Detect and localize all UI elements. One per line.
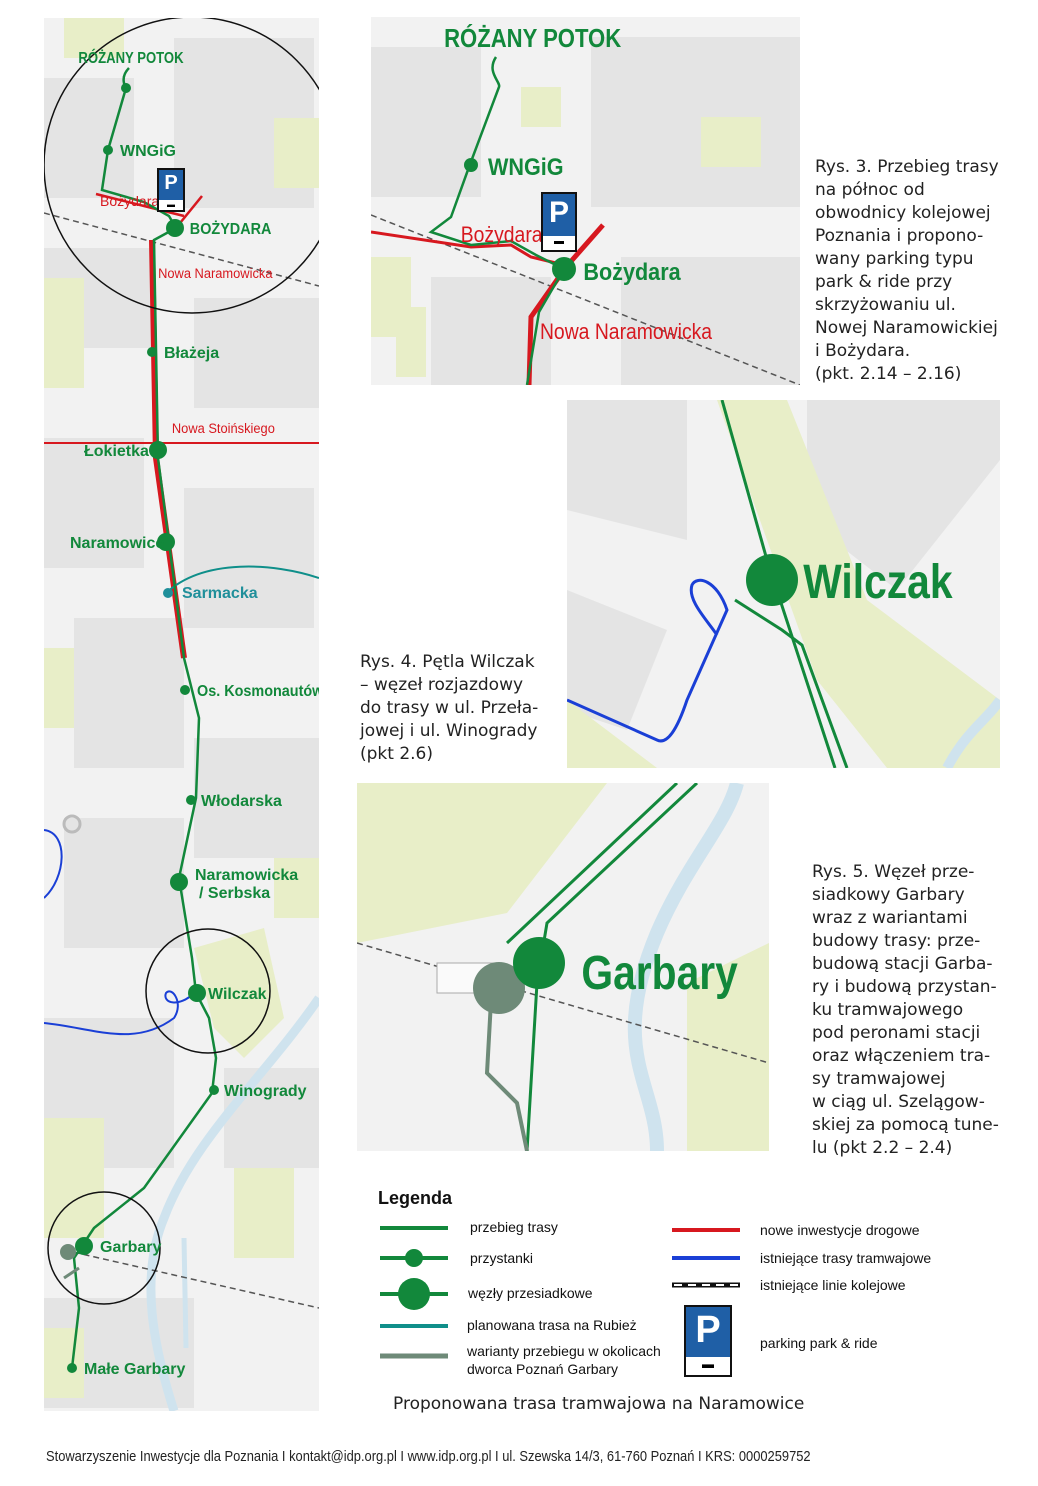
label-wlodarska: Włodarska	[201, 793, 282, 810]
label-rozany-potok: RÓŻANY POTOK	[78, 48, 184, 68]
route-stops	[67, 83, 219, 1373]
fig5-caption: Rys. 5. Węzeł prze- siadkowy Garbary wra…	[812, 862, 999, 1158]
fig5-label-garbary: Garbary	[581, 947, 738, 1000]
label-male-garbary: Małe Garbary	[84, 1361, 185, 1378]
fig3-label-wngig: WNGiG	[488, 153, 564, 180]
legend-park-ride-sign: P ▬	[684, 1305, 732, 1377]
fig5-map: Garbary	[357, 783, 769, 1151]
existing-tram-1	[44, 829, 63, 899]
fig4-caption: Rys. 4. Pętla Wilczak – węzeł rozjazdowy…	[360, 652, 539, 764]
label-bozydara-stop: BOŻYDARA	[190, 220, 272, 238]
fig3-caption: Rys. 3. Przebieg trasy na północ od obwo…	[815, 157, 999, 384]
legend-new-roads-label: nowe inwestycje drogowe	[760, 1222, 920, 1238]
footer: Stowarzyszenie Inwestycje dla Poznania I…	[46, 1448, 811, 1465]
fig3-map: RÓŻANY POTOK WNGiG Bożydara Bożydara Now…	[371, 17, 800, 385]
tram-icon: ▬	[543, 236, 575, 250]
fig3-label-rozany-potok: RÓŻANY POTOK	[444, 23, 622, 53]
zoom-circle-north	[44, 18, 319, 314]
legend-stops-label: przystanki	[470, 1250, 534, 1266]
fig4-existing-tram	[567, 578, 729, 743]
legend-park-ride-label: parking park & ride	[760, 1335, 878, 1351]
existing-tram-2	[44, 990, 195, 1036]
label-street-nowa-naramowicka: Nowa Naramowicka	[158, 266, 273, 282]
building-blocks	[44, 38, 319, 1408]
fig3-label-bozydara: Bożydara	[583, 258, 681, 285]
label-naramowicka-serbska-2: / Serbska	[199, 885, 270, 902]
fig3-road-nowa-naramowicka	[526, 223, 605, 385]
planned-rubiez	[165, 565, 319, 594]
variant-route	[63, 1266, 80, 1280]
label-sarmacka: Sarmacka	[182, 585, 258, 602]
main-map-svg: RÓŻANY POTOK WNGiG BOŻYDARA Błażeja Łoki…	[44, 18, 319, 1411]
legend-variants-label-1: warianty przebiegu w okolicach	[467, 1343, 661, 1359]
fig4-map: Wilczak	[567, 400, 1000, 768]
park-letter: P	[695, 1309, 721, 1351]
label-naramowice: Naramowice	[70, 535, 164, 552]
park-ride-sign-main: P ▬	[157, 168, 185, 212]
label-street-nowa-stoinskiego: Nowa Stoińskiego	[172, 421, 275, 437]
label-os-kosmonautow: Os. Kosmonautów	[197, 682, 319, 700]
label-blazeja: Błażeja	[164, 345, 219, 362]
railway-north	[44, 212, 319, 287]
sarmacka-stop	[163, 588, 173, 598]
label-naramowicka-serbska-1: Naramowicka	[195, 867, 298, 884]
fig3-road-bozydara	[371, 230, 557, 265]
legend-variants-label-2: dworca Poznań Garbary	[467, 1361, 618, 1377]
zoom-circle-garbary	[47, 1191, 161, 1305]
fig3-label-street-bozydara: Bożydara	[461, 223, 543, 247]
legend-symbols	[380, 1226, 740, 1359]
green-areas	[44, 18, 319, 1398]
legend-rail-label: istniejące linie kolejowe	[760, 1277, 906, 1293]
railway-south	[63, 1249, 319, 1309]
legend-hub-symbol	[398, 1278, 430, 1310]
label-winogrady: Winogrady	[224, 1083, 307, 1100]
garbary-variant-stop	[60, 1244, 76, 1260]
tram-icon: ▬	[159, 200, 183, 210]
main-route-map: RÓŻANY POTOK WNGiG BOŻYDARA Błażeja Łoki…	[44, 18, 319, 1411]
legend-route-label: przebieg trasy	[470, 1219, 558, 1235]
map-title: Proponowana trasa tramwajowa na Naramowi…	[393, 1394, 805, 1414]
legend-hubs-label: węzły przesiadkowe	[468, 1285, 593, 1301]
label-wilczak: Wilczak	[208, 986, 267, 1003]
park-letter: P	[164, 172, 178, 194]
fig3-railway	[371, 214, 800, 385]
fig4-label-wilczak: Wilczak	[803, 556, 952, 609]
legend-rubiez-label: planowana trasa na Rubież	[467, 1317, 637, 1333]
zoom-circle-wilczak	[145, 928, 271, 1054]
tram-icon: ▬	[686, 1357, 730, 1375]
park-letter: P	[548, 196, 569, 229]
legend-stop-symbol	[405, 1249, 423, 1267]
label-lokietka: Łokietka	[84, 443, 149, 460]
fig3-label-nowa-naramowicka: Nowa Naramowicka	[540, 320, 713, 344]
label-wngig: WNGiG	[120, 143, 176, 160]
legend-title: Legenda	[378, 1188, 453, 1208]
fig5-river	[627, 783, 744, 1151]
label-garbary: Garbary	[100, 1239, 161, 1256]
fig5-variant	[484, 982, 529, 1151]
label-street-bozydara: Bożydara	[100, 193, 159, 209]
river	[146, 995, 319, 1411]
fig5-railway	[357, 942, 769, 1064]
legend-tram-label: istniejące trasy tramwajowe	[760, 1250, 932, 1266]
park-ride-sign-fig3: P ▬	[541, 192, 577, 252]
fig3-route	[428, 56, 566, 385]
